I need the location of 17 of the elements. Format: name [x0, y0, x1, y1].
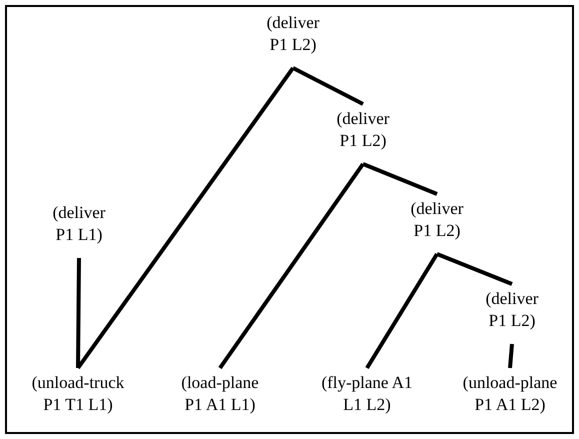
tree-edge: [436, 252, 513, 286]
tree-edge: [362, 162, 438, 196]
tree-node-label: (fly-plane A1 L1 L2): [317, 372, 417, 416]
tree-node-label: (deliver P1 L2): [475, 288, 549, 332]
tree-edge: [76, 258, 81, 368]
tree-edge: [292, 66, 364, 106]
tree-node-label: (deliver P1 L1): [42, 202, 116, 246]
tree-node-label: (deliver P1 L2): [256, 12, 330, 56]
tree-node-label: (deliver P1 L2): [326, 108, 400, 152]
tree-edge: [76, 66, 295, 370]
tree-edge: [218, 162, 365, 370]
tree-node-label: (load-plane P1 A1 L1): [170, 372, 270, 416]
tree-node-label: (unload-truck P1 T1 L1): [20, 372, 136, 416]
tree-node-label: (deliver P1 L2): [400, 198, 474, 242]
tree-edge: [365, 252, 439, 370]
tree-edge: [508, 344, 514, 368]
tree-node-label: (unload-plane P1 A1 L2): [451, 372, 569, 416]
